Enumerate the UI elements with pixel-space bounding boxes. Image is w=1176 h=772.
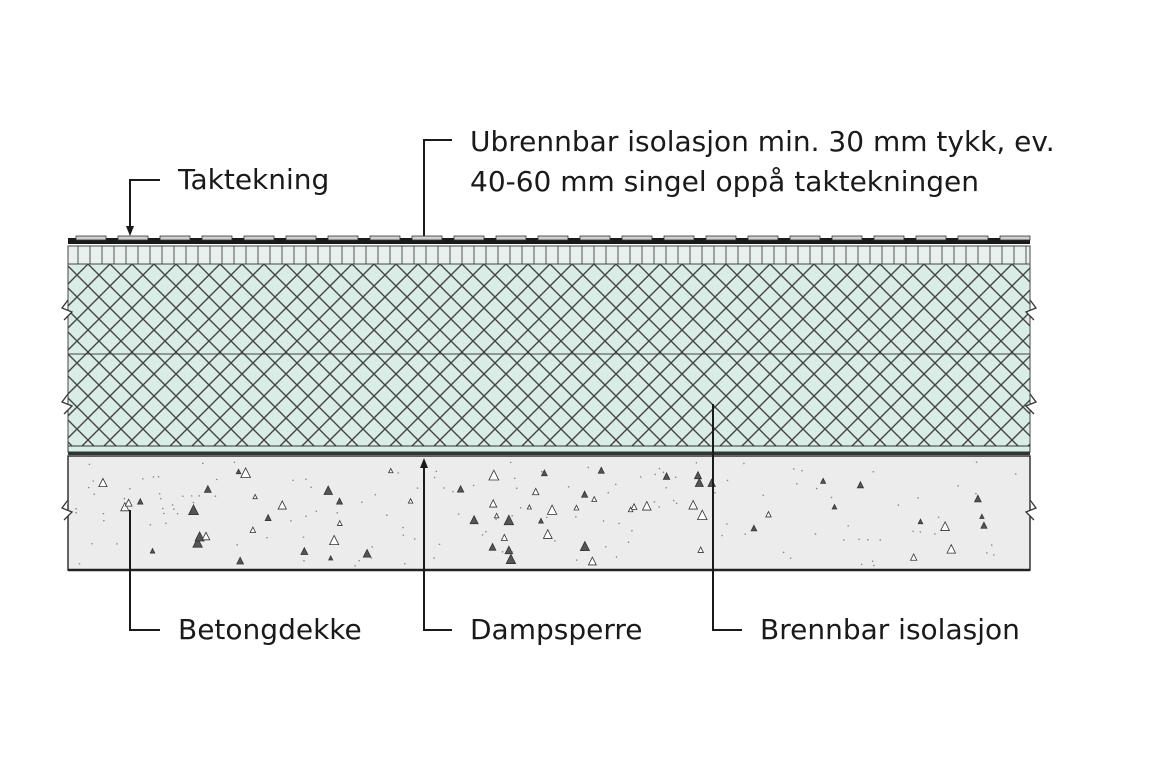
label-betongdekke: Betongdekke <box>178 613 362 646</box>
label-ubrennbar-line2: 40-60 mm singel oppå taktekningen <box>470 165 980 198</box>
non-combustible-insulation-layer <box>67 245 1031 265</box>
break-lines <box>60 299 1038 521</box>
membrane-profile <box>75 235 1031 241</box>
vapour-barrier-layer <box>67 445 1031 455</box>
concrete-slab-layer <box>67 455 1031 572</box>
concrete-aggregate <box>75 461 1017 567</box>
leader-lines <box>126 139 742 631</box>
combustible-insulation-layer <box>67 263 1031 447</box>
label-taktekning: Taktekning <box>178 163 330 196</box>
label-brennbar-isolasjon: Brennbar isolasjon <box>760 613 1020 646</box>
label-dampsperre: Dampsperre <box>470 613 643 646</box>
roofing-layer <box>68 235 1031 244</box>
label-ubrennbar-line1: Ubrennbar isolasjon min. 30 mm tykk, ev. <box>470 125 1055 158</box>
